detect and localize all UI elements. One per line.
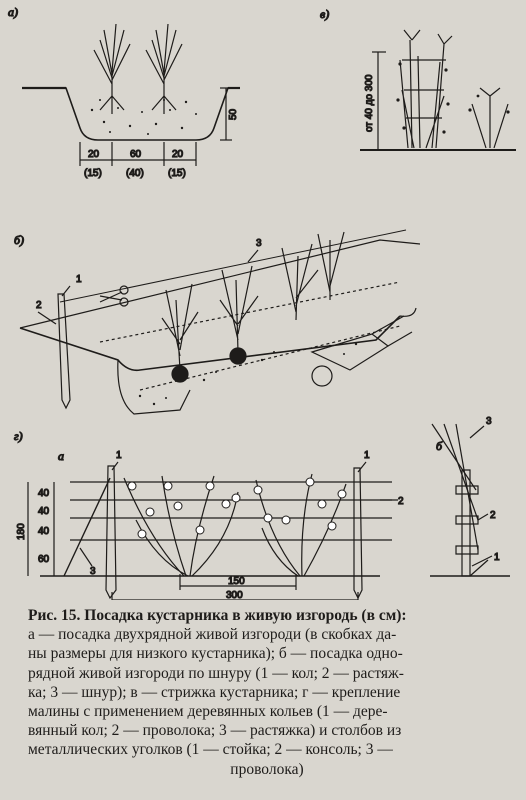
caption-line-4: рядной живой изгороди по шнуру (1 — кол;…	[28, 664, 404, 682]
panel-a-depth: 50	[228, 108, 239, 120]
panel-g-sub-b: б	[436, 439, 443, 453]
caption-line-3: ны размеры для низкого кустарника); б — …	[28, 645, 403, 663]
panel-v-drawing	[360, 29, 516, 151]
panel-g-b-callout-2: 2	[490, 510, 496, 521]
figure-caption: Рис. 15. Посадка кустарника в живую изго…	[28, 606, 506, 779]
panel-g-sub-a: а	[58, 449, 64, 463]
caption-title: Рис. 15. Посадка кустарника в живую изго…	[28, 607, 407, 624]
caption-line-9: проволока)	[230, 760, 304, 778]
panel-g-label: г)	[14, 429, 23, 443]
panel-g-total-height: 180	[16, 523, 27, 540]
panel-b-drawing	[19, 229, 421, 415]
panel-a-dim-low-2: (40)	[126, 168, 144, 179]
panel-g-dim-1: 40	[38, 488, 50, 499]
panel-a-dim-3: 20	[172, 149, 184, 160]
panel-g-dim-3: 40	[38, 526, 50, 537]
panel-g-b-drawing	[430, 423, 510, 577]
panel-g-a-callout-2: 2	[398, 496, 404, 507]
caption-line-7: вянный кол; 2 — проволока; 3 — растяжка)…	[28, 722, 402, 740]
caption-line-8: металлических уголков (1 — стойка; 2 — к…	[28, 741, 393, 759]
panel-g-a-callout-1a: 1	[116, 450, 122, 461]
panel-v-label: в)	[320, 7, 329, 21]
panel-g-b-callout-3: 3	[486, 416, 492, 427]
panel-a-label: а)	[8, 5, 18, 19]
panel-g-a-callout-3: 3	[90, 566, 96, 577]
panel-a-dim-1: 20	[88, 149, 100, 160]
panel-b-callout-1: 1	[76, 274, 82, 285]
panel-a-dim-2: 60	[130, 149, 142, 160]
panel-a-dim-low-1: (15)	[84, 168, 102, 179]
caption-line-6: малины с применением деревянных кольев (…	[28, 703, 388, 721]
caption-line-5: ка; 3 — шнур); в — стрижка кустарника; г…	[28, 683, 401, 701]
panel-b-callout-3: 3	[256, 238, 262, 249]
panel-g-b-callout-1: 1	[494, 552, 500, 563]
panel-g-dim-2: 40	[38, 506, 50, 517]
panel-a-drawing	[22, 23, 240, 166]
panel-g-a-callout-1b: 1	[364, 450, 370, 461]
caption-line-2: а — посадка двухрядной живой изгороди (в…	[28, 626, 397, 644]
panel-b-label: б)	[14, 233, 24, 247]
panel-v-height: от 40 до 300	[364, 74, 375, 132]
figure-illustration: а) 50 20 60 20 (15) (40) (15)	[7, 4, 516, 600]
panel-g-dim-4: 60	[38, 554, 50, 565]
panel-g-span-total: 300	[226, 590, 243, 600]
panel-g-a-drawing	[27, 465, 392, 600]
panel-b-callout-2: 2	[36, 300, 42, 311]
panel-a-dim-low-3: (15)	[168, 168, 186, 179]
panel-g-span-inner: 150	[228, 576, 245, 587]
